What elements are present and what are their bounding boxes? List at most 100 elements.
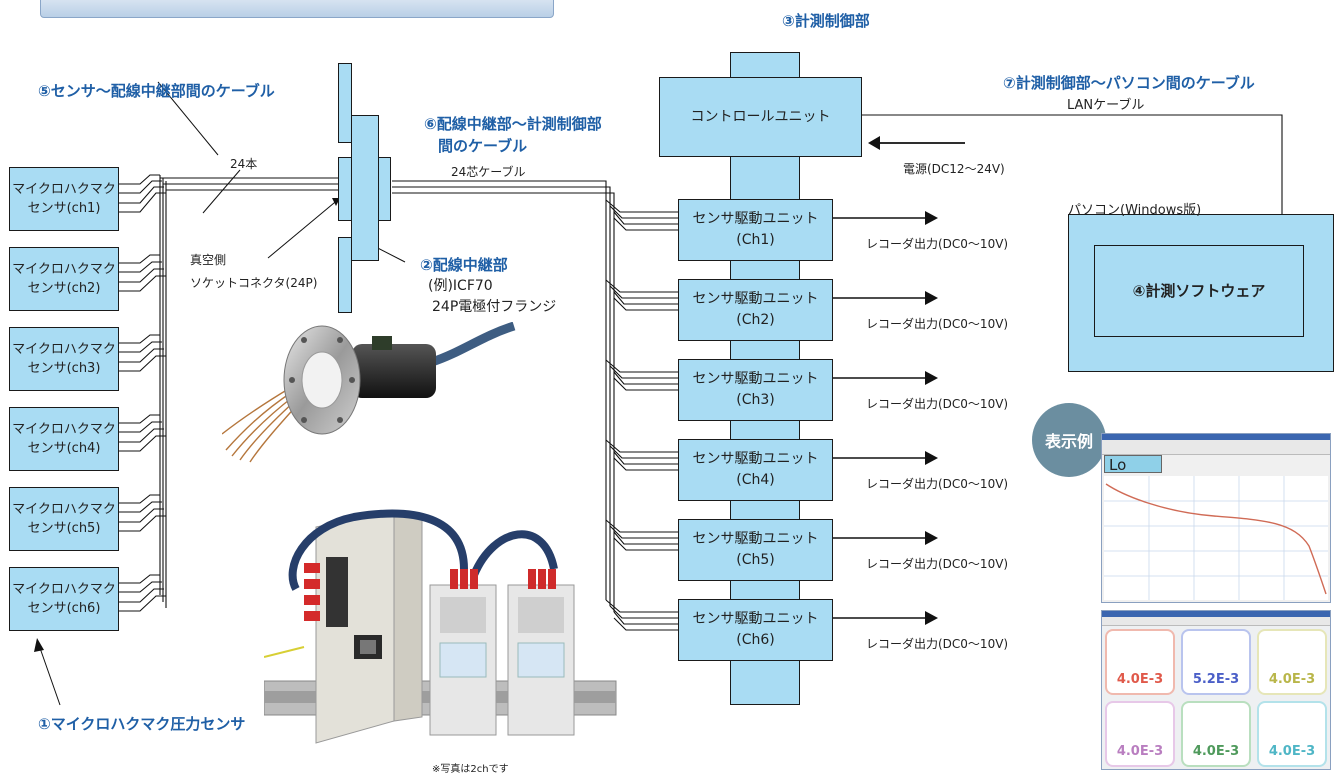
- drive-unit-label: センサ駆動ユニット: [692, 451, 819, 467]
- software-label: ④計測ソフトウェア: [1132, 281, 1266, 300]
- cable-24core-label: 24芯ケーブル: [451, 165, 526, 179]
- trend-plot: [1104, 476, 1328, 600]
- sensor-channel: センサ(ch4): [27, 441, 101, 456]
- header-bar: [40, 0, 554, 18]
- gauge-1-value: 4.0E-3: [1116, 672, 1164, 687]
- recorder-output-ch1: レコーダ出力(DC0〜10V): [866, 237, 1009, 251]
- sensor-label: マイクロハクマク: [12, 502, 116, 517]
- control-hardware-photo: [264, 509, 617, 744]
- gauge-2-value: 5.2E-3: [1192, 672, 1240, 687]
- sensor-channel: センサ(ch3): [27, 361, 101, 376]
- label-section5: ⑤センサ〜配線中継部間のケーブル: [38, 82, 275, 100]
- flange-left-top: [338, 63, 352, 143]
- power-label: 電源(DC12〜24V): [903, 162, 1005, 176]
- display-example-badge: 表示例: [1032, 403, 1106, 477]
- cable-pointer-line: [157, 81, 219, 156]
- sensor-channel: センサ(ch1): [27, 201, 101, 216]
- control-unit-label: コントロールユニット: [690, 108, 831, 125]
- software-box: ④計測ソフトウェア: [1094, 245, 1304, 337]
- drive-unit-ch6: センサ駆動ユニット (Ch6): [678, 599, 833, 661]
- sensor-box-ch5: マイクロハクマクセンサ(ch5): [9, 487, 119, 551]
- drive-unit-label: センサ駆動ユニット: [692, 531, 819, 547]
- vacuum-side-label: 真空側: [190, 253, 227, 267]
- drive-unit-label: センサ駆動ユニット: [692, 291, 819, 307]
- drive-unit-ch2: センサ駆動ユニット (Ch2): [678, 279, 833, 341]
- drive-unit-channel: (Ch1): [736, 232, 775, 248]
- drive-unit-label: センサ駆動ユニット: [692, 611, 819, 627]
- sensor-box-ch6: マイクロハクマクセンサ(ch6): [9, 567, 119, 631]
- lan-cable-label: LANケーブル: [1067, 98, 1145, 113]
- recorder-output-ch3: レコーダ出力(DC0〜10V): [866, 397, 1009, 411]
- gauge-4-value: 4.0E-3: [1116, 744, 1164, 759]
- sensor-channel: センサ(ch2): [27, 281, 101, 296]
- drive-unit-channel: (Ch2): [736, 312, 775, 328]
- drive-unit-ch5: センサ駆動ユニット (Ch5): [678, 519, 833, 581]
- cable-24-label: 24本: [230, 157, 258, 171]
- recorder-output-ch4: レコーダ出力(DC0〜10V): [866, 477, 1009, 491]
- gauge-1: 4.0E-3: [1105, 629, 1175, 695]
- recorder-output-ch2: レコーダ出力(DC0〜10V): [866, 317, 1009, 331]
- gauge-5: 4.0E-3: [1181, 701, 1251, 767]
- gauge-6-value: 4.0E-3: [1268, 744, 1316, 759]
- drive-unit-channel: (Ch6): [736, 632, 775, 648]
- gauge-6: 4.0E-3: [1257, 701, 1327, 767]
- sensor-lead-fans: [118, 174, 166, 612]
- gauge-3: 4.0E-3: [1257, 629, 1327, 695]
- drive-unit-lead-fans: [605, 199, 678, 631]
- flange-left-mid: [338, 157, 352, 221]
- flange-example-label: (例)ICF70: [428, 278, 493, 294]
- sensor-channel: センサ(ch5): [27, 521, 101, 536]
- gauge-4: 4.0E-3: [1105, 701, 1175, 767]
- recorder-output-ch6: レコーダ出力(DC0〜10V): [866, 637, 1009, 651]
- gauge-5-value: 4.0E-3: [1192, 744, 1240, 759]
- display-example-label: 表示例: [1044, 432, 1093, 451]
- software-screenshot-trend: Lo: [1101, 433, 1331, 603]
- flange-center: [351, 115, 379, 261]
- flange-type-label: 24P電極付フランジ: [432, 299, 557, 315]
- drive-unit-label: センサ駆動ユニット: [692, 211, 819, 227]
- drive-unit-ch3: センサ駆動ユニット (Ch3): [678, 359, 833, 421]
- sensor-label: マイクロハクマク: [12, 342, 116, 357]
- software-screenshot-gauges: 4.0E-3 5.2E-3 4.0E-3 4.0E-3 4.0E-3 4.0E-…: [1101, 610, 1331, 770]
- photo-note: ※写真は2chです: [432, 764, 509, 775]
- sensor-box-ch4: マイクロハクマクセンサ(ch4): [9, 407, 119, 471]
- gauge-3-value: 4.0E-3: [1268, 672, 1316, 687]
- label-section7: ⑦計測制御部〜パソコン間のケーブル: [1003, 74, 1255, 92]
- sensor-label: マイクロハクマク: [12, 422, 116, 437]
- flange-connector-photo: [222, 322, 516, 463]
- sensor-box-ch2: マイクロハクマクセンサ(ch2): [9, 247, 119, 311]
- recorder-output-ch5: レコーダ出力(DC0〜10V): [866, 557, 1009, 571]
- sensor-channel: センサ(ch6): [27, 601, 101, 616]
- drive-unit-channel: (Ch4): [736, 472, 775, 488]
- recorder-output-arrowheads: [925, 211, 938, 625]
- drive-unit-channel: (Ch5): [736, 552, 775, 568]
- drive-unit-ch1: センサ駆動ユニット (Ch1): [678, 199, 833, 261]
- power-arrowhead: [868, 136, 880, 150]
- drive-unit-channel: (Ch3): [736, 392, 775, 408]
- gauge-2: 5.2E-3: [1181, 629, 1251, 695]
- cable-24-pointer: [202, 169, 241, 214]
- trend-lo-label: Lo: [1109, 456, 1127, 474]
- socket-connector-label: ソケットコネクタ(24P): [190, 276, 318, 290]
- sensor-label: マイクロハクマク: [12, 582, 116, 597]
- label-section3: ③計測制御部: [782, 12, 870, 30]
- recorder-output-lines: [832, 217, 925, 619]
- sensor-box-ch3: マイクロハクマクセンサ(ch3): [9, 327, 119, 391]
- label-section2: ②配線中継部: [420, 256, 508, 274]
- flange-left-bot: [338, 237, 352, 313]
- drive-unit-ch4: センサ駆動ユニット (Ch4): [678, 439, 833, 501]
- label-section6-line2: 間のケーブル: [438, 137, 528, 155]
- control-unit-box: コントロールユニット: [659, 77, 862, 157]
- label-section6-line1: ⑥配線中継部〜計測制御部: [424, 115, 602, 133]
- drive-unit-label: センサ駆動ユニット: [692, 371, 819, 387]
- lan-cable-line: [862, 114, 1283, 214]
- label-section1: ①マイクロハクマク圧力センサ: [38, 715, 246, 733]
- pc-label: パソコン(Windows版): [1068, 203, 1202, 218]
- flange-right: [378, 157, 391, 221]
- socket-pointer-line: [267, 197, 341, 259]
- sensor-label: マイクロハクマク: [12, 182, 116, 197]
- sensor-pointer-line: [39, 647, 61, 706]
- sensor-label: マイクロハクマク: [12, 262, 116, 277]
- sensor-box-ch1: マイクロハクマクセンサ(ch1): [9, 167, 119, 231]
